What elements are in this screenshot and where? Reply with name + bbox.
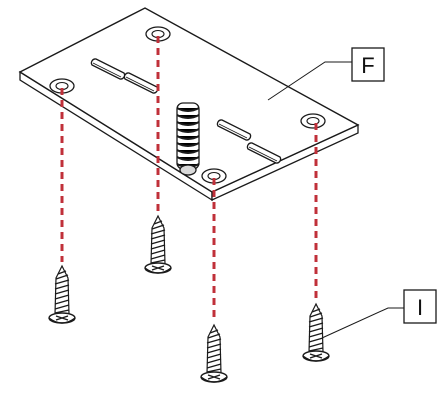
callout-plate: F bbox=[267, 47, 385, 101]
screw bbox=[144, 215, 172, 274]
screw bbox=[48, 265, 76, 324]
mounting-hole bbox=[300, 113, 326, 129]
callout-box-screws bbox=[403, 289, 437, 324]
callout-box-plate bbox=[351, 47, 385, 82]
callout-screws: I bbox=[321, 289, 437, 339]
screw bbox=[302, 303, 330, 362]
threaded-stud bbox=[176, 102, 200, 176]
screw bbox=[200, 324, 228, 383]
screws bbox=[48, 215, 330, 383]
callout-label-screws: I bbox=[417, 295, 423, 320]
callout-label-plate: F bbox=[361, 53, 374, 78]
mounting-plate bbox=[18, 7, 360, 202]
guide-lines bbox=[60, 36, 318, 320]
